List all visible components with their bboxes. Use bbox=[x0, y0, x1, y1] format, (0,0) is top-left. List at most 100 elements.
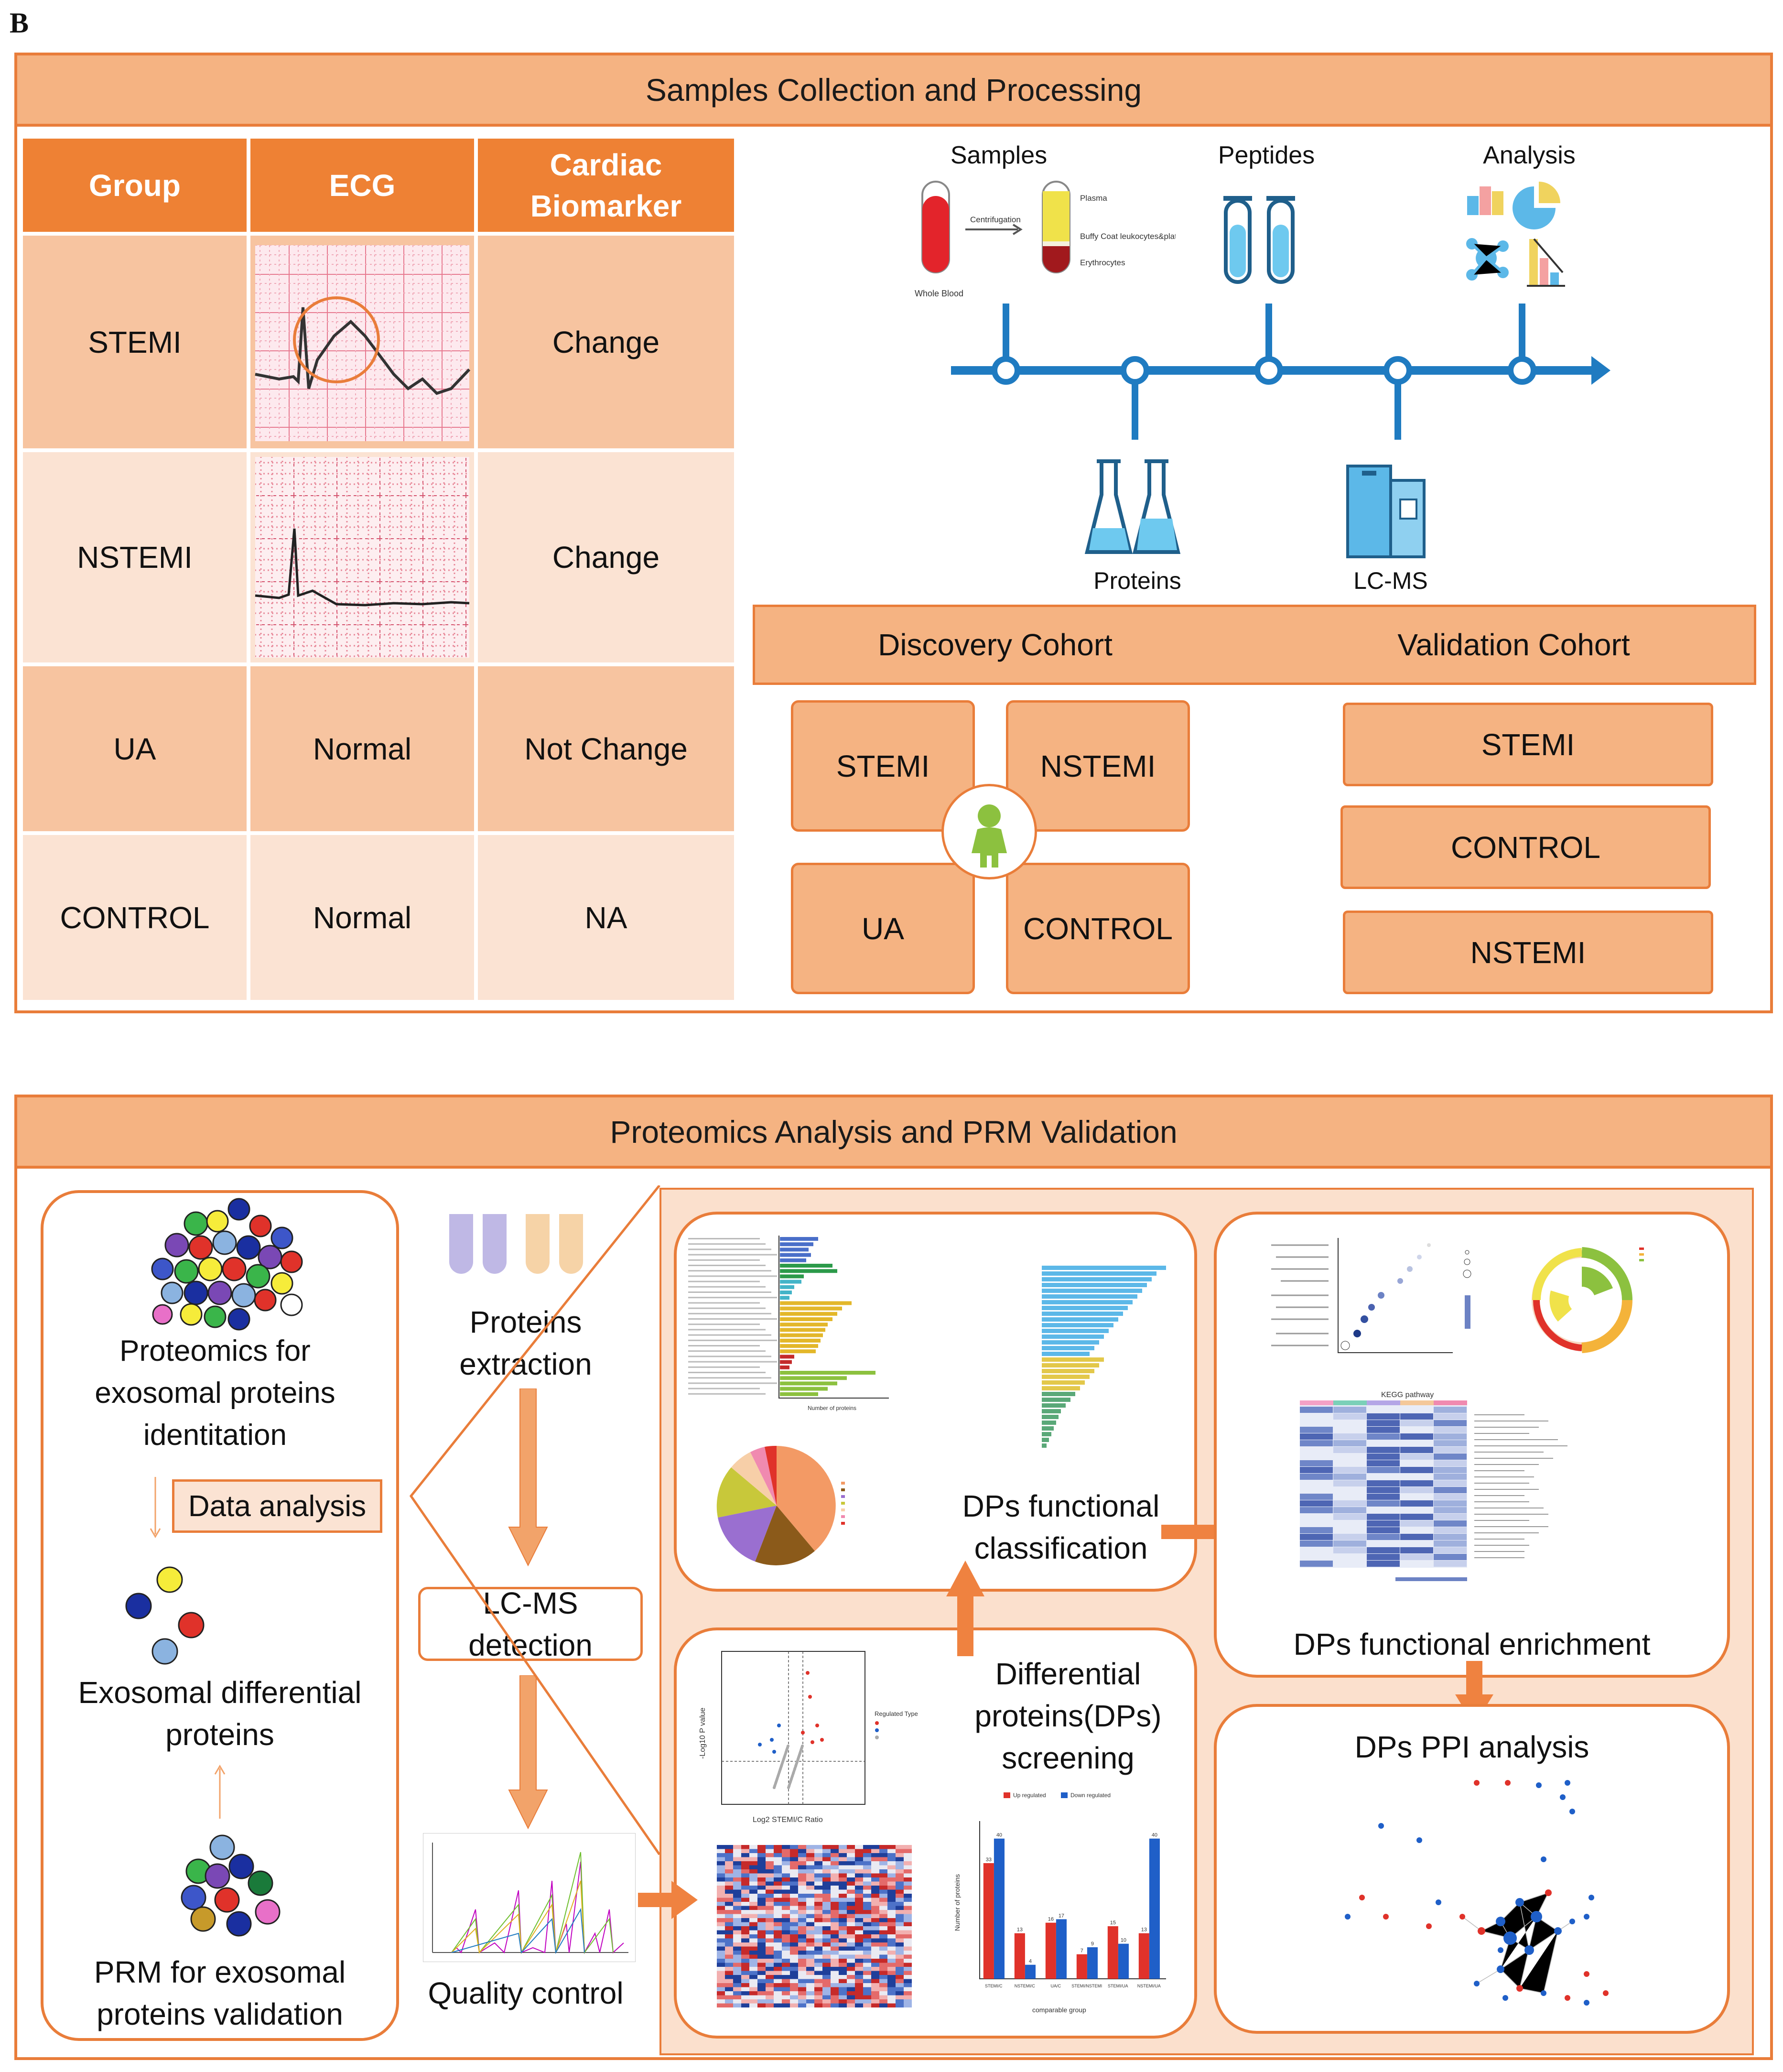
heatmap-cell bbox=[1434, 1433, 1467, 1440]
expr-heat-cell bbox=[757, 1991, 766, 1996]
ppi-node bbox=[1498, 1947, 1503, 1953]
expr-heat-cell bbox=[733, 1987, 741, 1991]
heatmap-cell bbox=[1434, 1447, 1467, 1453]
expr-heat-cell bbox=[766, 1975, 774, 1979]
expr-heat-cell bbox=[847, 1898, 855, 1902]
expr-heat-cell bbox=[887, 1861, 896, 1866]
expr-heat-cell bbox=[790, 1889, 798, 1894]
expr-heat-cell bbox=[839, 1930, 847, 1934]
expr-heat-cell bbox=[806, 1934, 814, 1939]
expr-heat-cell bbox=[855, 1877, 863, 1882]
expr-heat-cell bbox=[879, 1979, 887, 1983]
expr-heat-cell bbox=[717, 1959, 725, 1963]
expr-heat-cell bbox=[839, 1881, 847, 1886]
expr-heat-cell bbox=[904, 1886, 912, 1890]
expr-heat-cell bbox=[814, 1930, 822, 1934]
expr-heat-cell bbox=[798, 1853, 806, 1857]
heatmap-cell bbox=[1300, 1480, 1333, 1486]
expr-heat-cell bbox=[879, 1873, 887, 1877]
expr-heat-cell bbox=[879, 1983, 887, 1987]
kegg-level-bar bbox=[780, 1280, 801, 1284]
kegg-level-tick bbox=[688, 1275, 777, 1277]
expr-heat-cell bbox=[904, 1918, 912, 1922]
expr-heat-cell bbox=[822, 1918, 831, 1922]
kegg-bar-2 bbox=[1042, 1392, 1075, 1396]
expr-heat-cell bbox=[896, 1889, 904, 1894]
expr-heat-cell bbox=[814, 1971, 822, 1975]
expr-heat-cell bbox=[879, 1853, 887, 1857]
expr-heat-cell bbox=[782, 1898, 790, 1902]
expr-heat-cell bbox=[896, 1942, 904, 1947]
expr-heat-cell bbox=[871, 1991, 879, 1996]
expr-heat-cell bbox=[774, 1902, 782, 1906]
expr-heat-cell bbox=[847, 1938, 855, 1942]
expr-heat-cell bbox=[757, 1983, 766, 1987]
expr-heat-cell bbox=[822, 1999, 831, 2004]
expr-heat-cell bbox=[871, 1930, 879, 1934]
expr-heat-cell bbox=[741, 1906, 749, 1910]
expr-heat-cell bbox=[725, 1853, 733, 1857]
expr-heat-cell bbox=[782, 1963, 790, 1967]
expr-heat-cell bbox=[879, 1951, 887, 1955]
expr-heat-cell bbox=[717, 1886, 725, 1890]
expr-heat-cell bbox=[879, 1963, 887, 1967]
volcano-point bbox=[781, 1760, 784, 1763]
expr-heat-cell bbox=[766, 1849, 774, 1853]
expr-heat-cell bbox=[741, 1873, 749, 1877]
validation-stemi: STEMI bbox=[1343, 703, 1713, 786]
kegg-level-tick bbox=[688, 1339, 777, 1341]
expr-heat-cell bbox=[871, 1979, 879, 1983]
expr-heat-cell bbox=[806, 2003, 814, 2007]
expr-heat-cell bbox=[847, 1926, 855, 1931]
table-header-biomarker: Cardiac Biomarker bbox=[478, 139, 734, 232]
expr-heat-cell bbox=[814, 1946, 822, 1951]
kegg-level-tick bbox=[688, 1393, 766, 1395]
expr-heat-cell bbox=[782, 1959, 790, 1963]
expr-heat-cell bbox=[887, 2003, 896, 2007]
expr-heat-cell bbox=[774, 1849, 782, 1853]
expr-heat-cell bbox=[733, 1934, 741, 1939]
kegg-bar-2 bbox=[1042, 1271, 1156, 1276]
expr-heat-cell bbox=[725, 1877, 733, 1882]
expr-heat-cell bbox=[806, 1930, 814, 1934]
blood-tubes-icon: Whole Blood Centrifugation Plasma Buffy … bbox=[915, 181, 1176, 298]
expr-heat-cell bbox=[757, 1938, 766, 1942]
expr-heat-cell bbox=[749, 1930, 757, 1934]
expr-heat-cell bbox=[847, 1963, 855, 1967]
expr-heat-cell bbox=[798, 1979, 806, 1983]
kegg-level-bar bbox=[780, 1323, 828, 1327]
expr-heat-cell bbox=[725, 1849, 733, 1853]
expr-heat-cell bbox=[863, 1914, 871, 1918]
expr-heat-cell bbox=[782, 1951, 790, 1955]
expr-heat-cell bbox=[887, 1914, 896, 1918]
kegg-bar-2 bbox=[1042, 1421, 1056, 1425]
expr-heat-cell bbox=[904, 1902, 912, 1906]
expr-heat-cell bbox=[879, 1902, 887, 1906]
expr-heat-cell bbox=[790, 1849, 798, 1853]
heatmap-cell bbox=[1400, 1507, 1433, 1513]
extraction-tubes-icon bbox=[449, 1214, 583, 1274]
expr-heat-cell bbox=[733, 2003, 741, 2007]
expr-heat-cell bbox=[766, 1983, 774, 1987]
expr-heat-cell bbox=[879, 1881, 887, 1886]
expr-heat-cell bbox=[831, 1849, 839, 1853]
expr-heat-cell bbox=[896, 1865, 904, 1869]
kegg-level-bar bbox=[780, 1344, 818, 1348]
expr-heat-cell bbox=[896, 1849, 904, 1853]
ppi-node bbox=[1497, 1965, 1504, 1973]
heatmap-cell bbox=[1333, 1427, 1366, 1433]
expr-heat-cell bbox=[757, 1967, 766, 1971]
up-arrow-thin bbox=[214, 1765, 226, 1819]
expr-heat-cell bbox=[806, 1926, 814, 1931]
protein-cluster-icon bbox=[151, 1198, 303, 1331]
expr-heat-cell bbox=[822, 2003, 831, 2007]
expr-heat-cell bbox=[798, 1849, 806, 1853]
expr-heat-cell bbox=[782, 1845, 790, 1849]
expr-heat-cell bbox=[839, 1898, 847, 1902]
expr-heat-cell bbox=[831, 1853, 839, 1857]
heatmap-cell bbox=[1333, 1454, 1366, 1460]
kegg-bar-2 bbox=[1042, 1409, 1061, 1413]
expr-heat-cell bbox=[766, 1873, 774, 1877]
expr-heat-cell bbox=[831, 1967, 839, 1971]
kegg-bar-2 bbox=[1042, 1340, 1099, 1345]
